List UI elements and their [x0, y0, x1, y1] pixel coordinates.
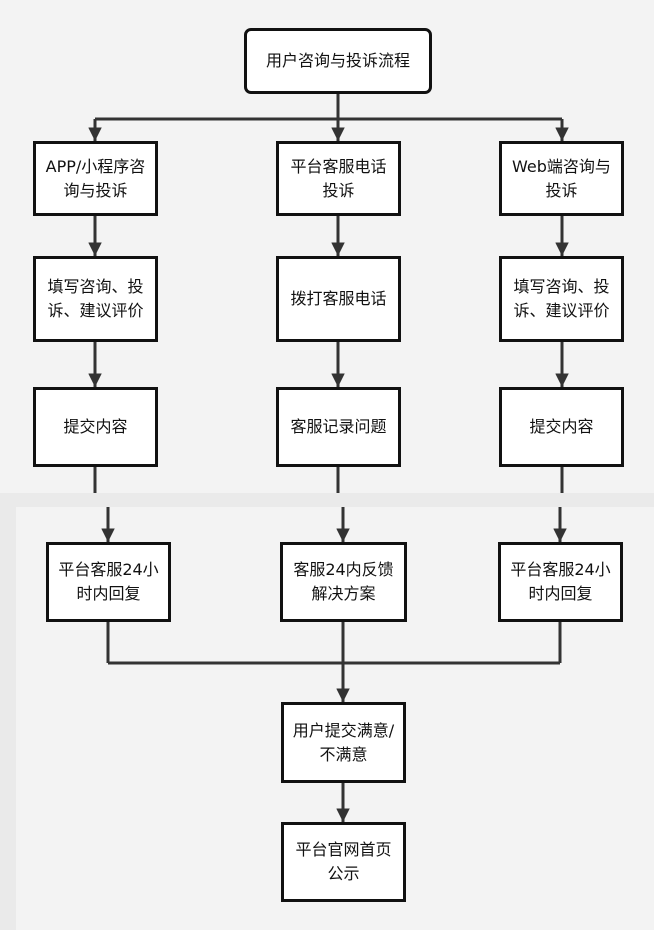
- step2-node-app-text: 提交内容: [63, 417, 128, 436]
- step2-node-phone-text: 客服记录问题: [290, 417, 387, 436]
- step1-node-web: 填写咨询、投诉、建议评价: [499, 256, 624, 342]
- step2-node-web: 提交内容: [499, 387, 624, 467]
- channel-node-app: APP/小程序咨询与投诉: [33, 141, 158, 216]
- step1-node-phone-text: 拨打客服电话: [290, 289, 387, 308]
- final-node: 平台官网首页公示: [281, 822, 406, 902]
- step1-node-web-text: 填写咨询、投诉、建议评价: [513, 277, 610, 320]
- step3-node-phone-text: 客服24内反馈解决方案: [293, 560, 394, 603]
- step2-node-app: 提交内容: [33, 387, 158, 467]
- step3-node-web: 平台客服24小时内回复: [498, 542, 623, 622]
- channel-node-phone-text: 平台客服电话投诉: [290, 156, 387, 200]
- merge-node: 用户提交满意/不满意: [281, 702, 406, 783]
- step2-node-web-text: 提交内容: [529, 417, 594, 436]
- root-node: 用户咨询与投诉流程: [244, 28, 432, 94]
- step3-node-app: 平台客服24小时内回复: [46, 542, 171, 622]
- step1-node-app: 填写咨询、投诉、建议评价: [33, 256, 158, 342]
- final-node-text: 平台官网首页公示: [295, 840, 392, 883]
- step1-node-app-text: 填写咨询、投诉、建议评价: [47, 277, 144, 320]
- step3-node-web-text: 平台客服24小时内回复: [510, 560, 611, 603]
- step3-node-app-text: 平台客服24小时内回复: [58, 560, 159, 603]
- step3-node-phone: 客服24内反馈解决方案: [280, 542, 407, 622]
- step1-node-phone: 拨打客服电话: [276, 256, 401, 342]
- root-node-text: 用户咨询与投诉流程: [265, 51, 410, 70]
- channel-node-web-text: Web端咨询与投诉: [512, 156, 611, 200]
- channel-node-web: Web端咨询与投诉: [499, 141, 624, 216]
- channel-node-app-text: APP/小程序咨询与投诉: [45, 156, 146, 200]
- step2-node-phone: 客服记录问题: [276, 387, 401, 467]
- channel-node-phone: 平台客服电话投诉: [276, 141, 401, 216]
- merge-node-text: 用户提交满意/不满意: [292, 720, 395, 764]
